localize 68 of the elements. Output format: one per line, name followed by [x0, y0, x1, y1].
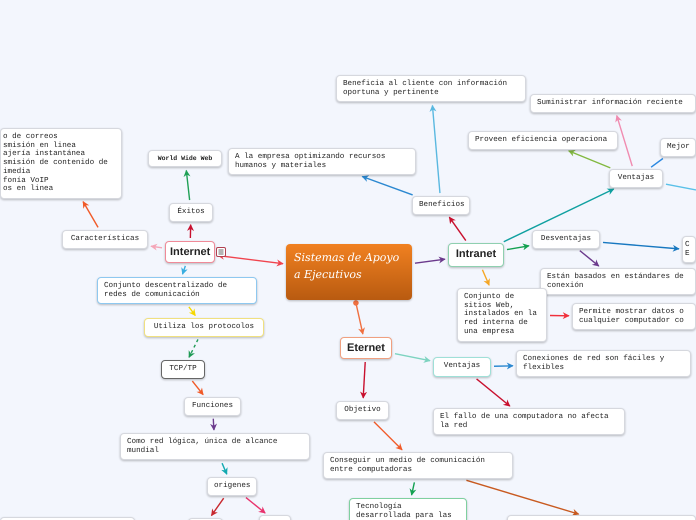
arrow: [602, 242, 680, 252]
topic-box: [228, 148, 416, 176]
arrow: [374, 421, 403, 450]
arrow: [353, 300, 365, 335]
topic-text: Intranet: [454, 248, 498, 261]
topic-box: [62, 230, 148, 249]
arrow: [615, 114, 633, 166]
topic-box: [532, 230, 600, 249]
topic-box: [609, 169, 663, 188]
central-topic-box: [286, 244, 412, 300]
topic-box: [148, 150, 222, 168]
arrow: [503, 188, 614, 242]
topic-box: [184, 397, 241, 416]
topic-box: [323, 452, 513, 480]
topic-box: [682, 236, 696, 264]
arrow: [568, 150, 611, 169]
arrow: [414, 256, 446, 264]
topic-box: [144, 318, 264, 337]
topic-box: [468, 131, 618, 150]
arrow: [410, 482, 416, 496]
topic-text: Internet: [170, 246, 210, 259]
arrow: [579, 250, 600, 267]
arrow: [394, 353, 431, 363]
topic-box: [161, 360, 205, 379]
topic-box: [349, 498, 467, 520]
arrow: [550, 312, 570, 320]
topic-box: [457, 288, 547, 342]
topic-box: [540, 268, 696, 296]
arrow: [476, 378, 510, 407]
arrow: [506, 243, 530, 250]
arrow: [429, 104, 441, 194]
topic-box: [412, 196, 470, 215]
arrow: [187, 224, 194, 238]
arrow: [466, 480, 580, 516]
topic-box: [169, 203, 213, 222]
arrow: [448, 216, 466, 241]
arrow: [210, 498, 224, 516]
arrow: [494, 362, 514, 370]
topic-box: [336, 401, 389, 420]
arrow: [192, 380, 204, 396]
topic-box: [660, 138, 696, 157]
topic-box: [433, 357, 491, 377]
topic-box: [448, 243, 504, 267]
arrow: [360, 362, 368, 399]
arrow: [221, 462, 228, 475]
arrow: [362, 175, 413, 196]
arrow: [82, 201, 99, 228]
topic-box: [0, 128, 122, 200]
arrow: [184, 170, 190, 200]
topic-box: [340, 337, 392, 359]
topic-box: [433, 408, 625, 436]
topic-box: [207, 477, 257, 496]
topic-box: [572, 303, 696, 330]
arrow: [181, 266, 188, 275]
topic-box: [516, 350, 691, 378]
arrow: [246, 497, 266, 514]
topic-box: [530, 94, 696, 113]
arrow: [188, 306, 196, 316]
topic-text: Eternet: [346, 342, 386, 355]
arrow: [188, 339, 199, 358]
topic-box: [120, 433, 310, 460]
topic-box: [97, 277, 257, 304]
topic-box: [165, 241, 215, 263]
topic-box: [336, 75, 526, 102]
topic-text: Sistemas de Apoyo a Ejecutivos: [294, 250, 400, 282]
arrow: [150, 244, 162, 251]
arrow: [210, 418, 218, 431]
arrow: [482, 269, 490, 286]
